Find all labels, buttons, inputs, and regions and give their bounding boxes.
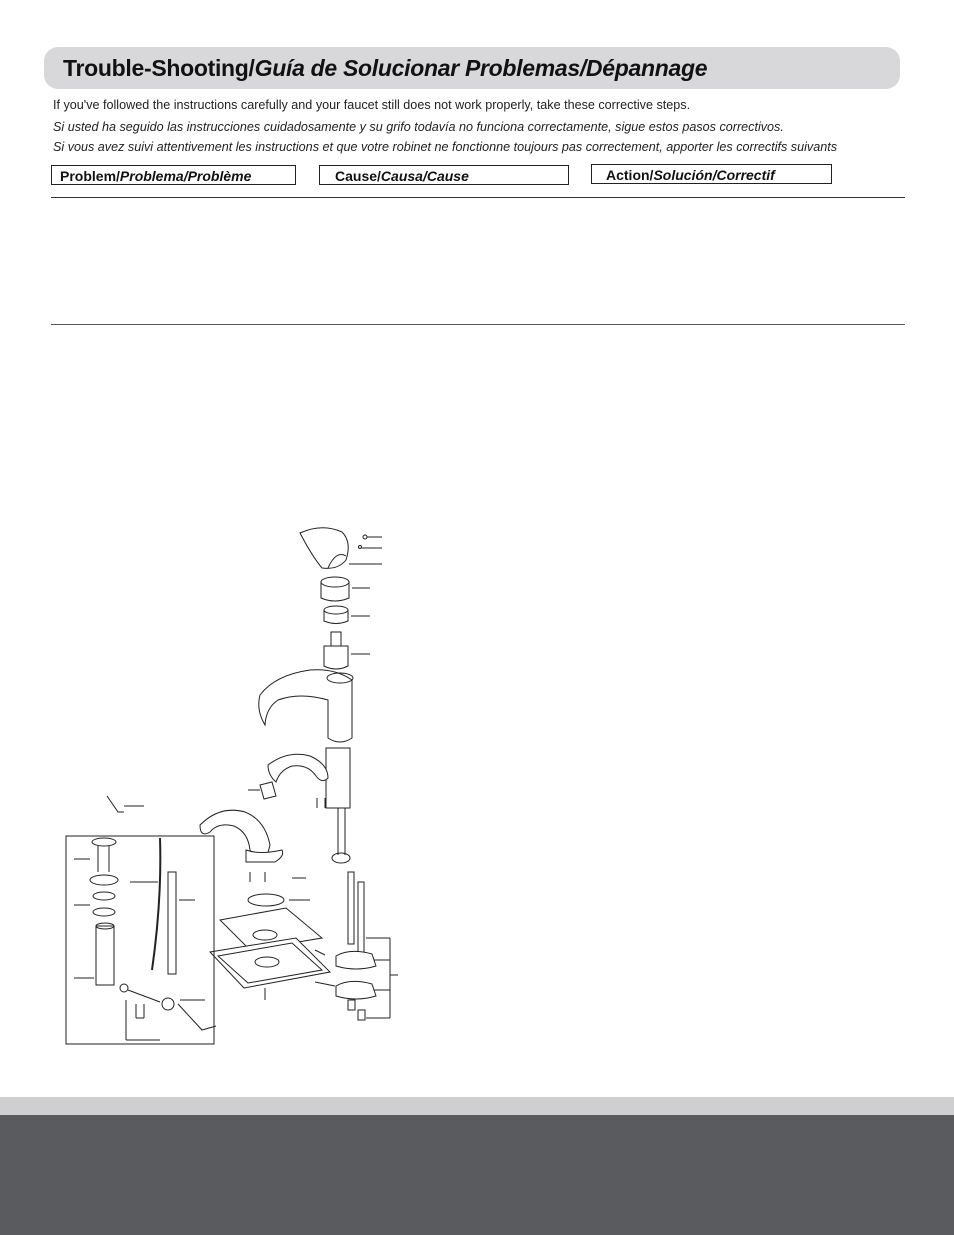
header-rule — [51, 197, 905, 198]
intro-spanish: Si usted ha seguido las instrucciones cu… — [53, 120, 784, 134]
action-header-italic: Solución/Correctif — [653, 167, 775, 183]
title-italic: Guía de Solucionar Problemas/Dépannage — [254, 55, 708, 81]
cause-header: Cause/Causa/Cause — [319, 165, 569, 185]
problem-header-italic: Problema/Problème — [119, 168, 252, 184]
intro-french: Si vous avez suivi attentivement les ins… — [53, 140, 838, 154]
problem-header: Problem/Problema/Problème — [51, 165, 296, 185]
problem-header-main: Problem/ — [60, 168, 120, 184]
action-header-main: Action/ — [606, 167, 654, 183]
row-rule — [51, 324, 905, 325]
page-title: Trouble-Shooting/Guía de Solucionar Prob… — [63, 55, 708, 82]
footer-band-light — [0, 1097, 954, 1115]
cause-header-main: Cause/ — [335, 168, 381, 184]
intro-english: If you've followed the instructions care… — [53, 98, 691, 112]
action-header: Action/Solución/Correctif — [591, 164, 832, 184]
cause-header-italic: Causa/Cause — [380, 168, 469, 184]
footer-band-dark — [0, 1115, 954, 1235]
title-bar: Trouble-Shooting/Guía de Solucionar Prob… — [44, 47, 900, 89]
title-main: Trouble-Shooting/ — [63, 55, 255, 81]
faucet-exploded-diagram — [65, 527, 398, 1045]
